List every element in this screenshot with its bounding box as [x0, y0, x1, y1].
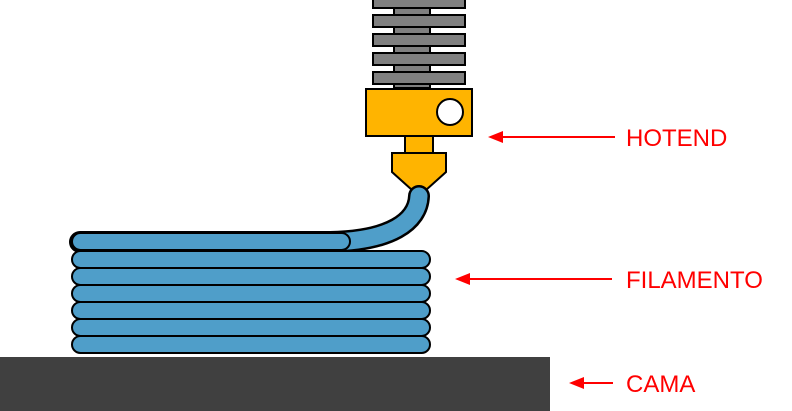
- heater-hole: [436, 98, 464, 126]
- filament-layer: [71, 284, 431, 303]
- heatsink: [372, 0, 466, 89]
- heatsink-fin: [372, 0, 466, 9]
- filament-layer: [71, 301, 431, 320]
- filament-label: FILAMENTO: [626, 267, 763, 294]
- filament-layer: [71, 318, 431, 337]
- print-bed: [0, 357, 550, 411]
- nozzle-tip: [391, 152, 447, 191]
- filament-arrow: [455, 273, 612, 285]
- nozzle-neck: [404, 135, 434, 154]
- callout-arrows: [455, 131, 615, 389]
- filament-layer: [71, 250, 431, 269]
- heatsink-fin: [372, 71, 466, 85]
- hotend-arrow: [488, 131, 615, 143]
- filament-layer: [71, 335, 431, 354]
- bed-arrow: [569, 377, 613, 389]
- filament-layer: [71, 267, 431, 286]
- filament-layer-top: [71, 232, 351, 251]
- heater-block: [365, 88, 473, 137]
- bed-label: CAMA: [626, 371, 695, 398]
- heatsink-fin: [372, 14, 466, 28]
- heatsink-fin: [372, 33, 466, 47]
- nozzle: [391, 135, 447, 191]
- heatsink-fin: [372, 52, 466, 66]
- hotend-label: HOTEND: [626, 125, 727, 152]
- filament-layers: [71, 232, 431, 354]
